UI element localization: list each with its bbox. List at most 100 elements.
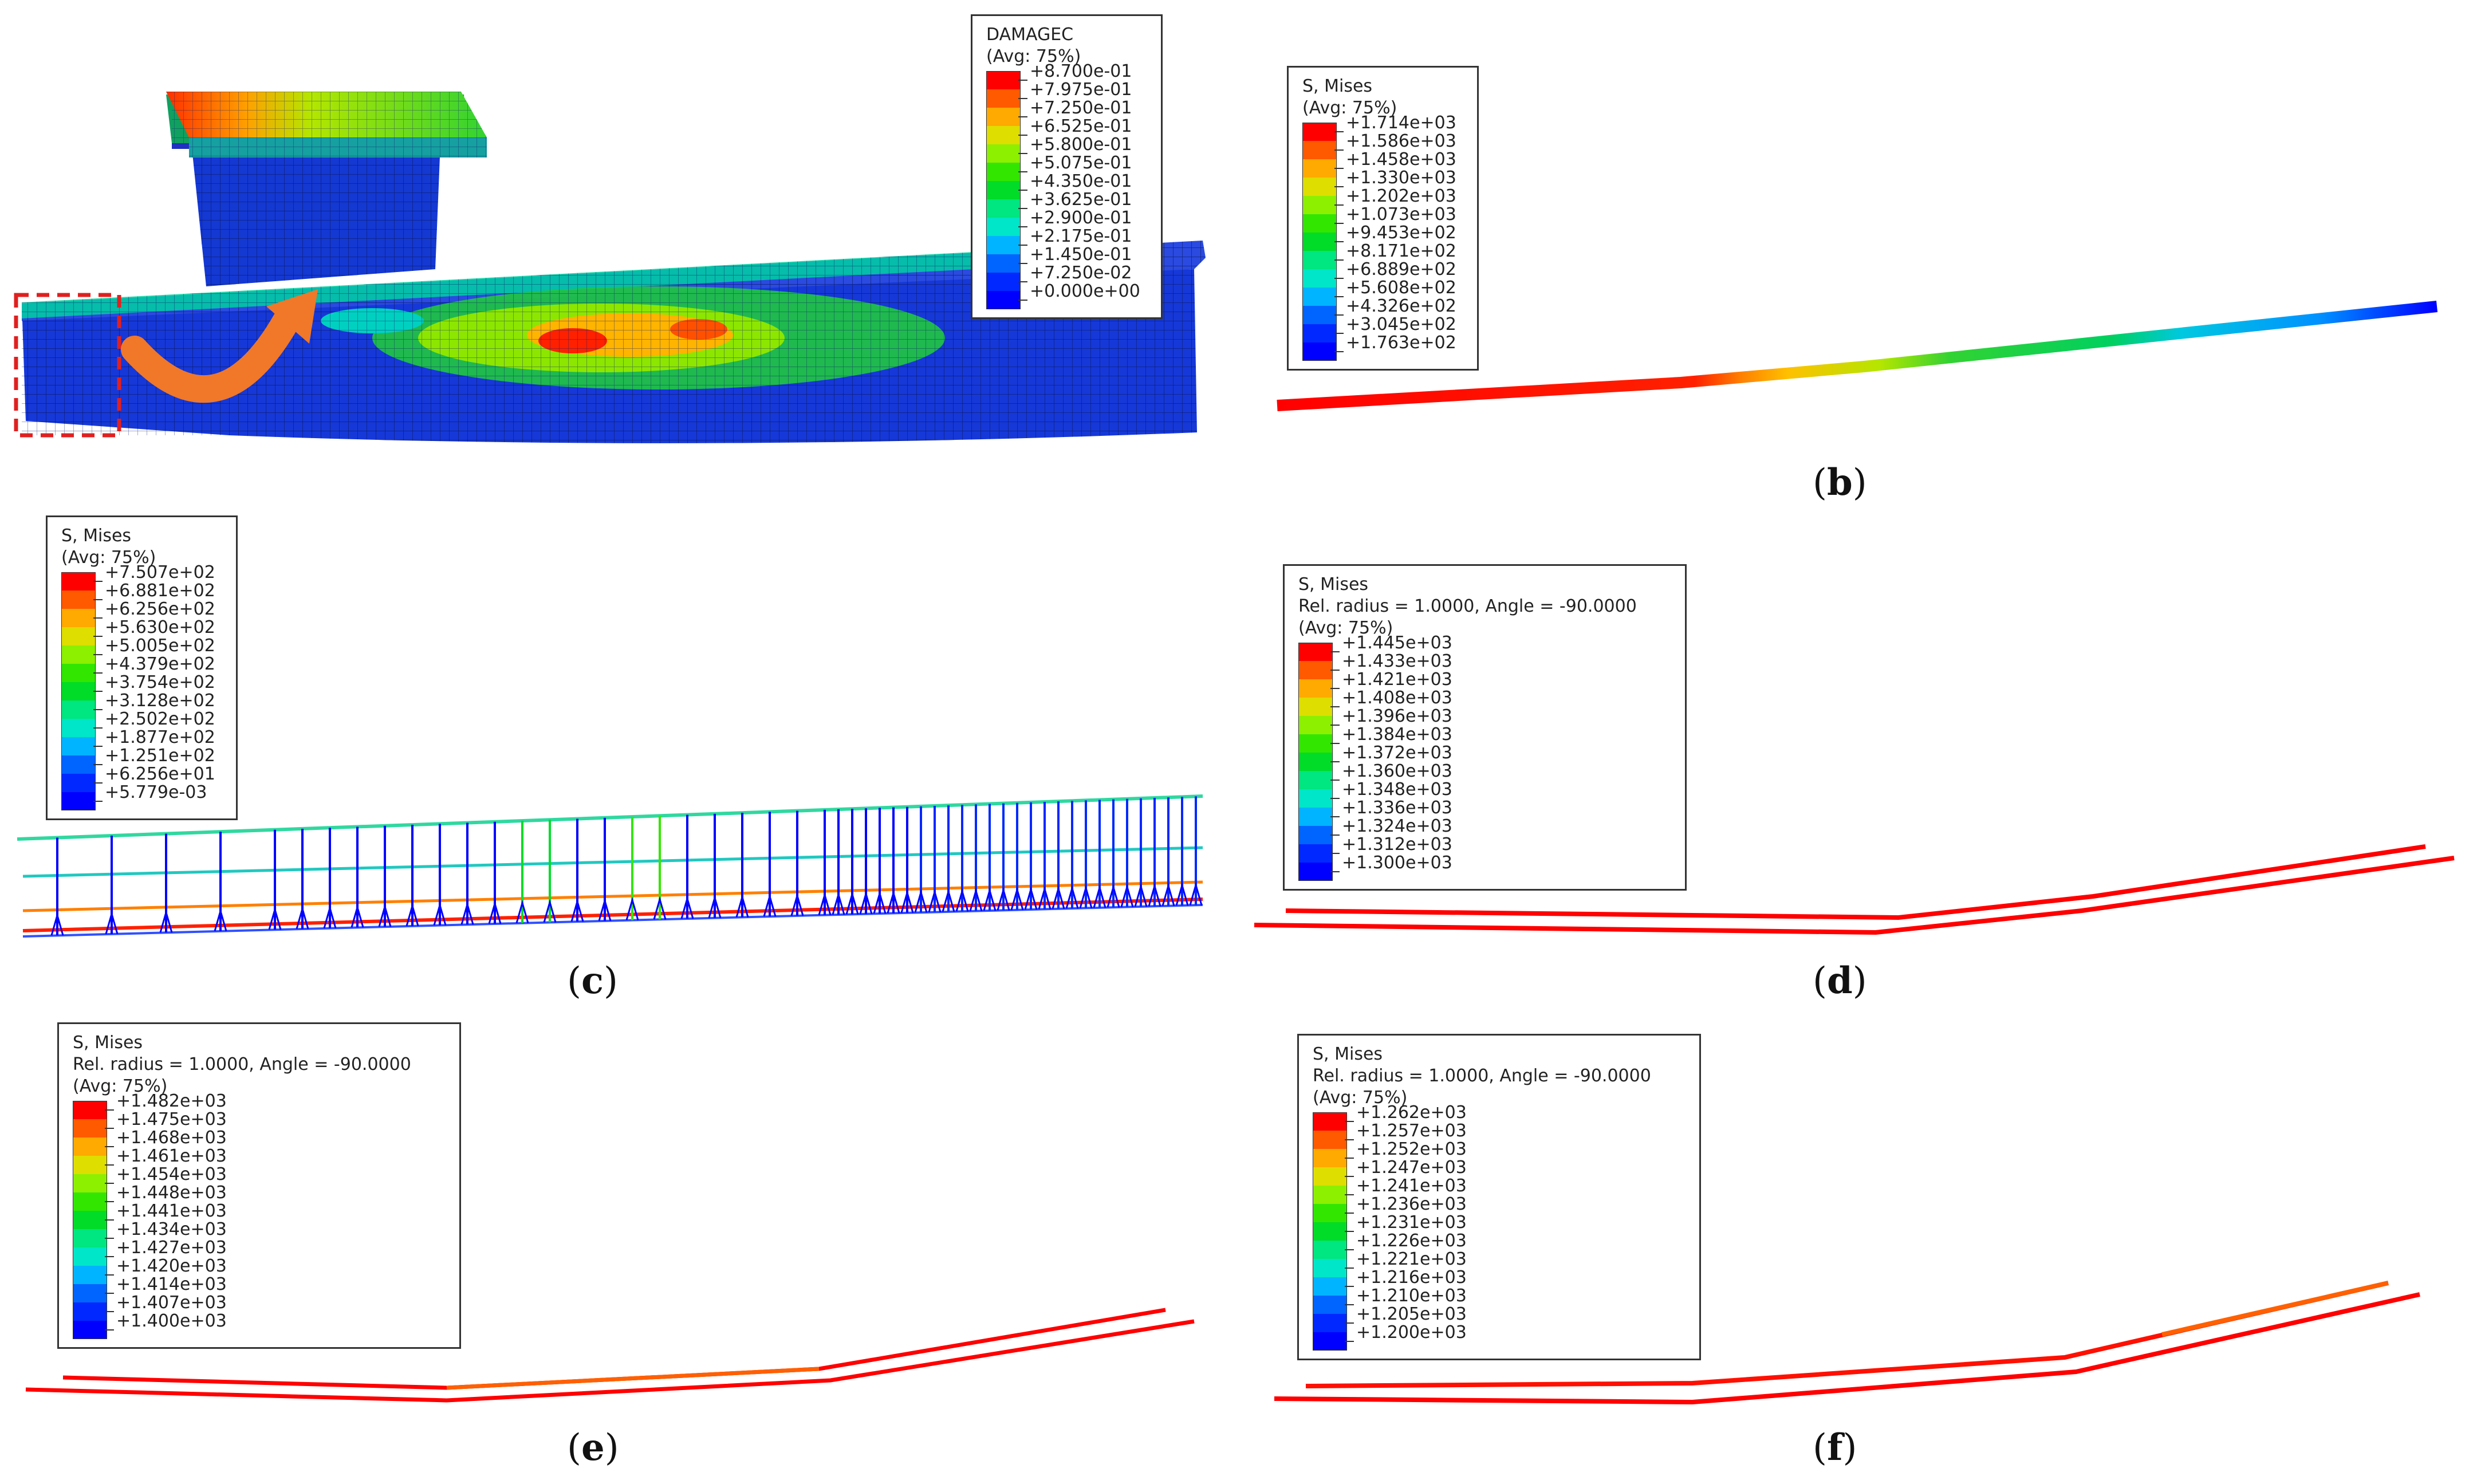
legend-color-swatch [73,1266,107,1284]
legend-color-swatch [986,126,1021,144]
legend-row: +3.625e-01 [986,190,1149,218]
legend-row: +1.384e+03 [1298,725,1673,753]
damage-contour-beam [14,92,1206,443]
legend-row: +1.408e+03 [1298,688,1673,716]
inset-section-view [166,92,487,286]
curved-arrow-icon [121,307,300,403]
legend-title-line: S, Mises [1313,1044,1383,1064]
stirrup-hook [405,903,419,927]
legend-title-line: DAMAGEC [986,25,1074,45]
legend-row: +9.453e+02 [1302,223,1466,251]
legend-row: +1.324e+03 [1298,816,1673,844]
stirrup-hook [887,889,900,914]
legend-tick [93,727,103,729]
reinforcement-cage-stress [17,794,1203,938]
stirrup-hook [598,898,612,922]
legend-color-swatch [61,609,96,627]
stirrup-hook [1052,885,1065,910]
legend-color-swatch [1298,643,1333,661]
legend-color-swatch [61,774,96,792]
stirrup-hook [942,888,955,912]
legend-b: S, Mises (Avg: 75%) +1.714e+03+1.586e+03… [1287,66,1479,371]
legend-row: +1.441e+03 [73,1201,448,1229]
stirrup-hook [914,889,928,913]
legend-tick [1345,1139,1354,1140]
legend-value: +5.800e-01 [1030,134,1132,155]
legend-row: +7.507e+02 [61,562,225,591]
legend-tick [93,691,103,692]
legend-tick [105,1311,114,1312]
legend-color-swatch [1302,269,1337,288]
legend-title-line: (Avg: 75%) [73,1076,168,1096]
legend-color-swatch [1313,1112,1347,1131]
legend-tick [1018,153,1027,154]
legend-value: +1.336e+03 [1342,797,1452,818]
legend-color-swatch [1313,1131,1347,1149]
legend-tick [1345,1121,1354,1122]
legend-value: +6.881e+02 [105,580,215,601]
legend-row: +1.200e+03 [1313,1322,1688,1351]
legend-color-swatch [61,682,96,700]
legend-color-swatch [1302,343,1337,361]
legend-row: +1.461e+03 [73,1146,448,1174]
legend-row: +1.482e+03 [73,1091,448,1119]
legend-color-swatch [1298,698,1333,716]
legend-value: +1.236e+03 [1356,1194,1467,1214]
legend-tick [1330,834,1340,836]
legend-value: +4.326e+02 [1346,296,1456,316]
stirrup-hook [570,898,584,922]
legend-color-swatch [1298,844,1333,863]
legend-tick [1018,80,1027,81]
legend-value: +2.175e-01 [1030,226,1132,246]
stirrup-hook [1093,884,1106,908]
legend-color-swatch [1302,306,1337,324]
legend-value: +1.324e+03 [1342,816,1452,836]
legend-color-swatch [986,163,1021,181]
stirrup-hook [859,891,873,915]
legend-color-swatch [1298,826,1333,844]
legend-row: +1.414e+03 [73,1274,448,1302]
legend-row: +6.256e+02 [61,599,225,627]
stirrup-hook [268,906,282,930]
legend-row: +1.300e+03 [1298,853,1673,881]
legend-row: +7.975e-01 [986,80,1149,108]
legend-title-line: Rel. radius = 1.0000, Angle = -90.0000 [73,1054,411,1074]
legend-color-swatch [1313,1332,1347,1351]
legend-row: +1.433e+03 [1298,651,1673,679]
legend-color-swatch [73,1137,107,1156]
legend-tick [1334,333,1344,334]
legend-color-swatch [1313,1186,1347,1204]
legend-color-swatch [1313,1241,1347,1259]
legend-row: +1.210e+03 [1313,1286,1688,1314]
legend-row: +1.236e+03 [1313,1194,1688,1222]
legend-row: +6.525e-01 [986,116,1149,144]
legend-value: +1.360e+03 [1342,761,1452,781]
legend-row: +8.700e-01 [986,61,1149,89]
legend-color-swatch [1302,123,1337,141]
legend-value: +1.396e+03 [1342,706,1452,726]
legend-value: +4.379e+02 [105,654,215,674]
legend-tick [1330,761,1340,762]
legend-color-swatch [73,1321,107,1339]
legend-color-swatch [1298,863,1333,881]
legend-row: +1.454e+03 [73,1164,448,1192]
stirrup-hook [680,895,694,919]
legend-row: +2.175e-01 [986,226,1149,254]
legend-color-swatch [986,144,1021,163]
legend-value: +7.507e+02 [105,562,215,582]
legend-row: +1.262e+03 [1313,1103,1688,1131]
legend-tick [93,672,103,674]
legend-value: +3.625e-01 [1030,189,1132,210]
legend-tick [93,654,103,655]
legend-color-swatch [73,1101,107,1119]
legend-tick [105,1219,114,1221]
legend-tick [1018,263,1027,264]
legend-color-swatch [61,627,96,645]
legend-color-swatch [61,737,96,755]
stirrup-hook [1010,887,1024,911]
legend-row: +2.900e-01 [986,208,1149,236]
legend-f: S, Mises Rel. radius = 1.0000, Angle = -… [1297,1034,1701,1360]
legend-value: +1.877e+02 [105,727,215,747]
legend-row: +8.171e+02 [1302,241,1466,269]
caption-d: (d) [1813,959,1867,1002]
